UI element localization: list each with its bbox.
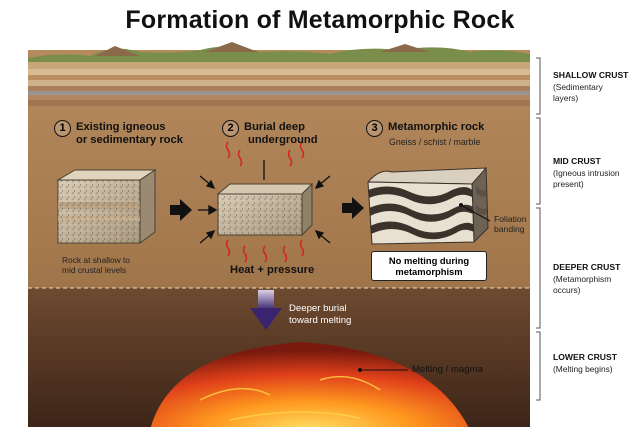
melting-label: Melting / magma bbox=[412, 364, 483, 375]
zone-mid-desc-line2: present) bbox=[553, 179, 584, 189]
zone-deeper-desc: (Metamorphism occurs) bbox=[553, 274, 633, 296]
step-1-title: Existing igneous or sedimentary rock bbox=[76, 121, 196, 147]
zone-lower-desc: (Melting begins) bbox=[553, 364, 633, 375]
zone-deeper-name: DEEPER CRUST bbox=[553, 262, 621, 272]
step-3-title: Metamorphic rock bbox=[388, 121, 485, 133]
rock-1-block bbox=[56, 169, 157, 244]
step-2-number: 2 bbox=[222, 120, 239, 137]
zone-shallow-desc: (Sedimentary layers) bbox=[553, 82, 633, 104]
step-3-note-line2: metamorphism bbox=[395, 266, 463, 277]
zone-lower-desc-line1: (Melting begins) bbox=[553, 364, 613, 374]
zone-deeper-desc-line1: (Metamorphism bbox=[553, 274, 612, 284]
zone-shallow-desc-line1: (Sedimentary bbox=[553, 82, 603, 92]
rock-3-block bbox=[366, 166, 489, 245]
step-3-number: 3 bbox=[366, 120, 383, 137]
diagram-title: Formation of Metamorphic Rock bbox=[125, 6, 515, 34]
zone-lower-name: LOWER CRUST bbox=[553, 352, 617, 362]
burial-line1: Deeper burial bbox=[289, 303, 347, 314]
foliation-label: Foliation banding bbox=[494, 214, 534, 234]
burial-line2: toward melting bbox=[289, 315, 352, 326]
step-3-note: No melting during metamorphism bbox=[371, 251, 487, 281]
step-3-subtitle: Gneiss / schist / marble bbox=[389, 137, 481, 147]
step-1-number: 1 bbox=[54, 120, 71, 137]
step-2-note: Heat + pressure bbox=[230, 264, 315, 276]
zone-mid-desc-line1: (Igneous intrusion bbox=[553, 168, 620, 178]
step-2-title-line1: Burial deep bbox=[244, 121, 305, 133]
zone-shallow-desc-line2: layers) bbox=[553, 93, 579, 103]
step-1-title-line1: Existing igneous bbox=[76, 121, 166, 133]
step-2-title: Burial deep underground bbox=[244, 121, 354, 147]
burial-label: Deeper burial toward melting bbox=[289, 303, 389, 327]
zone-mid-name: MID CRUST bbox=[553, 156, 601, 166]
rock-2-block bbox=[216, 182, 314, 237]
step-1-title-line2: or sedimentary rock bbox=[76, 134, 183, 146]
step-1-note-line2: mid crustal levels bbox=[62, 265, 127, 275]
step-2-title-line2: underground bbox=[248, 134, 318, 146]
step-1-note: Rock at shallow to mid crustal levels bbox=[62, 255, 172, 275]
foliation-line1: Foliation bbox=[494, 214, 527, 224]
zone-shallow-name: SHALLOW CRUST bbox=[553, 70, 629, 80]
step-1-note-line1: Rock at shallow to bbox=[62, 255, 130, 265]
zone-deeper-desc-line2: occurs) bbox=[553, 285, 581, 295]
foliation-line2: banding bbox=[494, 224, 525, 234]
step-3-note-line1: No melting during bbox=[388, 255, 470, 266]
zone-mid-desc: (Igneous intrusion present) bbox=[553, 168, 633, 190]
